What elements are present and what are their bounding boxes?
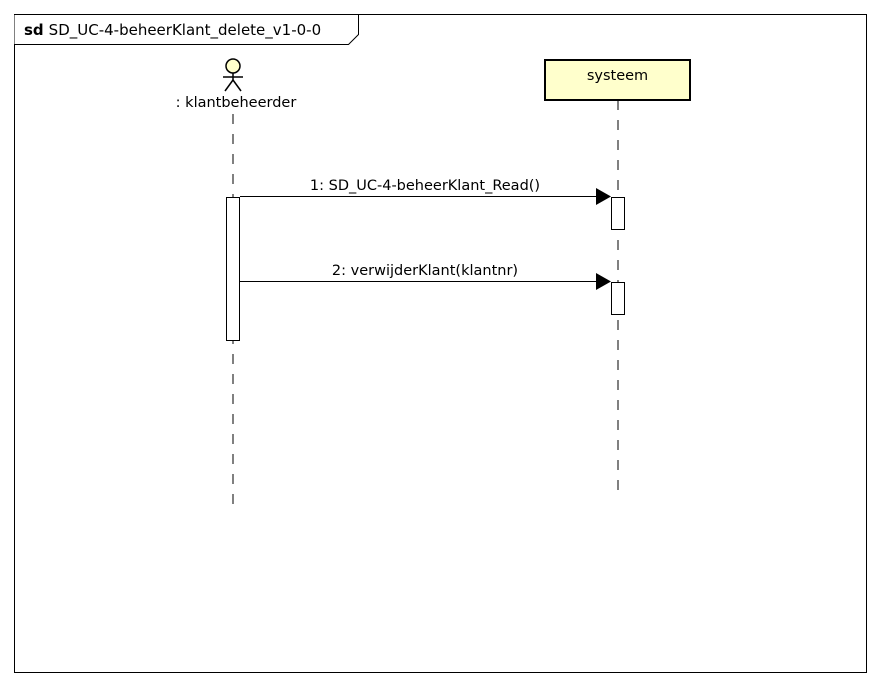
message-1: 1: SD_UC-4-beheerKlant_Read() (240, 178, 611, 205)
message-1-arrowhead-icon (596, 188, 611, 205)
system-box (544, 59, 691, 101)
message-2: 2: verwijderKlant(klantnr) (240, 263, 611, 290)
actor-label: : klantbeheerder (176, 95, 297, 111)
actor-left-leg-icon (224, 79, 234, 92)
message-1-label: 1: SD_UC-4-beheerKlant_Read() (310, 178, 540, 194)
message-2-arrowhead-icon (596, 273, 611, 290)
actor-klantbeheerder: : klantbeheerder (176, 58, 297, 512)
system-activation-bar-2 (611, 282, 625, 315)
actor-activation-bar (226, 197, 240, 341)
system-label: systeem (587, 68, 648, 84)
lifeline-systeem: systeem (544, 59, 691, 500)
actor-right-leg-icon (232, 79, 242, 92)
message-2-label: 2: verwijderKlant(klantnr) (332, 263, 518, 279)
diagram-frame (14, 14, 867, 673)
system-activation-bar-1 (611, 197, 625, 230)
frame-keyword: sd (24, 21, 44, 39)
frame-title: sd SD_UC-4-beheerKlant_delete_v1-0-0 (24, 21, 321, 40)
frame-name: SD_UC-4-beheerKlant_delete_v1-0-0 (49, 21, 321, 40)
actor-head-icon (225, 58, 241, 74)
frame-label-tab (14, 14, 359, 45)
